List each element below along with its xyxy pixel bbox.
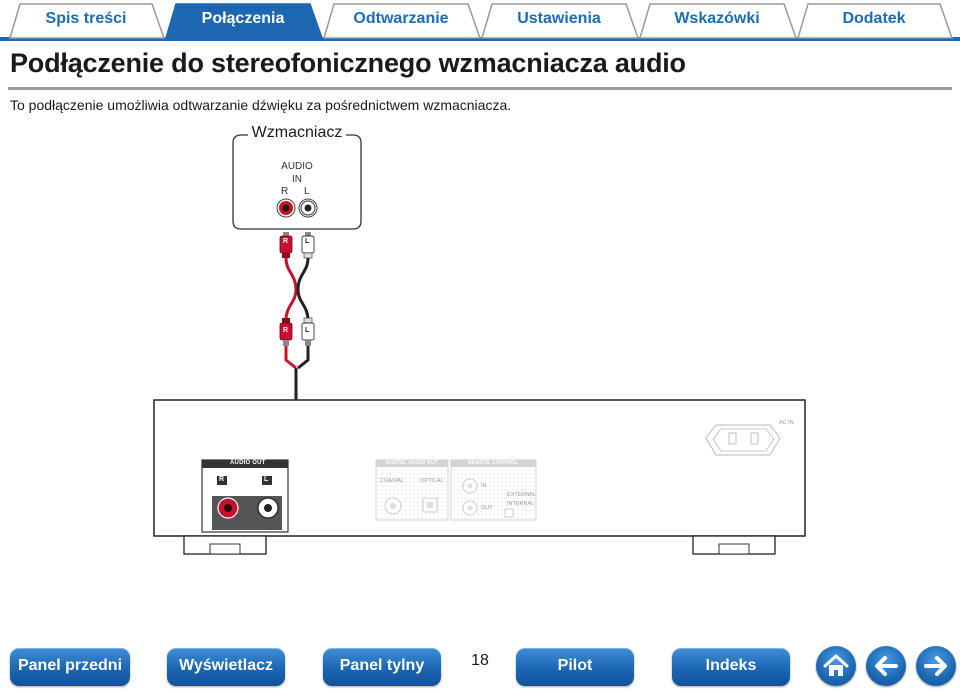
panel-l-label: L [264, 476, 269, 483]
tab-wskazowki[interactable]: Wskazówki [674, 10, 760, 27]
internal-label: INTERNAL [507, 501, 535, 507]
player-foot-right [692, 535, 776, 555]
tab-shapes [0, 3, 960, 41]
lower-plug-l-label: L [305, 327, 310, 334]
rc-in-label: IN [481, 483, 487, 489]
page-number: 18 [471, 652, 489, 669]
top-tab-bar: Spis treści Połączenia Odtwarzanie Ustaw… [0, 0, 960, 42]
panel-r-label: R [219, 476, 225, 483]
upper-plug-r [279, 232, 293, 258]
audio-out-block [201, 459, 289, 533]
ac-in-label: AC IN [779, 420, 794, 426]
amp-audio-label: AUDIO [281, 161, 313, 172]
tab-shape-4 [480, 3, 640, 39]
nav-indeks-button[interactable]: Indeks [672, 648, 790, 686]
arrow-left-icon [875, 656, 898, 676]
connection-diagram [153, 134, 806, 555]
audio-out-label: AUDIO OUT [230, 460, 266, 466]
amp-in-label: IN [292, 174, 302, 185]
back-button[interactable] [866, 646, 906, 686]
tab-odtwarzanie[interactable]: Odtwarzanie [353, 10, 449, 27]
upper-plug-l-label: L [305, 238, 310, 245]
nav-pilot-button[interactable]: Pilot [516, 648, 634, 686]
page-title: Podłączenie do stereofonicznego wzmacnia… [10, 48, 686, 78]
amp-jack-r [276, 198, 296, 218]
nav-panel-przedni-button[interactable]: Panel przedni [10, 648, 130, 686]
ac-inlet [705, 424, 781, 456]
lower-plug-r [279, 318, 293, 346]
amplifier-label: Wzmacniacz [248, 124, 346, 142]
coaxial-label: COAXIAL [380, 478, 404, 484]
tab-shape-5 [638, 3, 798, 39]
nav-wyswietlacz-button[interactable]: Wyświetlacz [167, 648, 285, 686]
amplifier-box [232, 134, 362, 230]
amp-jack-l [298, 198, 318, 218]
nav-panel-tylny-button[interactable]: Panel tylny [323, 648, 441, 686]
player-foot-left [183, 535, 267, 555]
lower-plug-r-label: R [283, 327, 289, 334]
tab-shape-1 [8, 3, 166, 39]
arrow-right-icon [924, 656, 947, 676]
remote-control-block [450, 459, 537, 521]
title-divider [8, 87, 952, 90]
tab-polaczenia[interactable]: Połączenia [201, 10, 285, 27]
optical-label: OPTICAL [420, 478, 444, 484]
upper-plug-l [301, 232, 315, 259]
tab-shape-2 [164, 3, 324, 39]
intro-text: To podłączenie umożliwia odtwarzanie dźw… [10, 97, 512, 113]
home-button[interactable] [816, 646, 856, 686]
tab-shape-3 [322, 3, 482, 39]
lower-plug-l [301, 317, 315, 346]
forward-button[interactable] [916, 646, 956, 686]
tab-shape-6 [796, 3, 954, 39]
digital-audio-out-label: DIGITAL AUDIO OUT [386, 460, 439, 466]
remote-control-label: REMOTE CONTROL [468, 460, 519, 466]
tab-spis-tresci[interactable]: Spis treści [45, 10, 127, 27]
amp-r-label: R [281, 186, 289, 197]
rc-out-label: OUT [481, 505, 493, 511]
tab-dodatek[interactable]: Dodatek [842, 10, 906, 27]
external-label: EXTERNAL [507, 492, 537, 498]
amp-l-label: L [304, 186, 310, 197]
tab-ustawienia[interactable]: Ustawienia [517, 10, 601, 27]
home-icon [823, 654, 849, 676]
digital-audio-out-block [375, 459, 449, 521]
upper-plug-r-label: R [283, 238, 289, 245]
